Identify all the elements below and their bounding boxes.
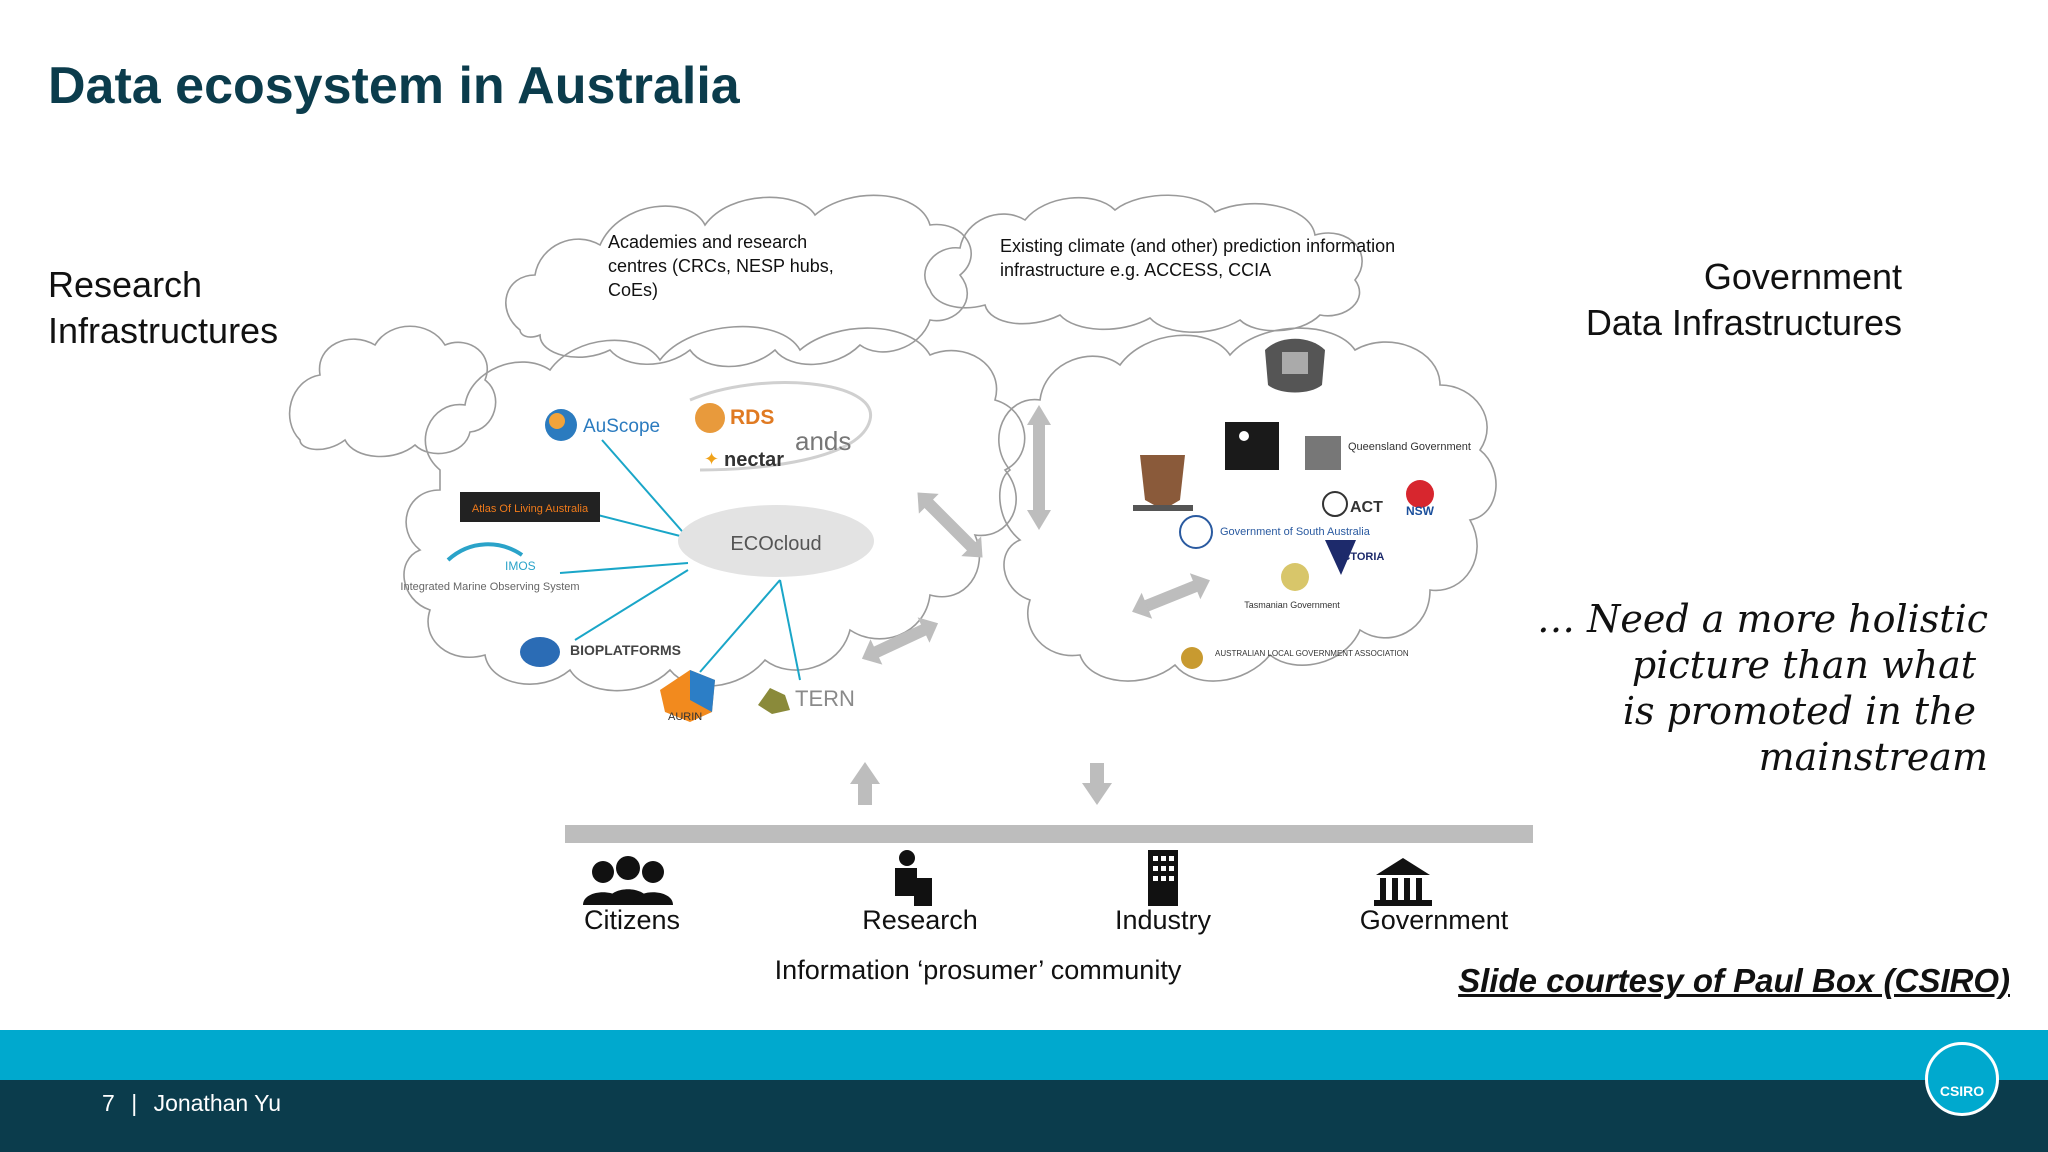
academies-cloud	[505, 194, 972, 368]
quote-line: … Need a more holistic	[1537, 597, 1988, 641]
footer-bar	[0, 1080, 2048, 1152]
footer-separator: |	[131, 1090, 138, 1116]
act-logo: ACT	[1322, 491, 1383, 517]
commonwealth-crest-icon	[1265, 338, 1325, 393]
community-bar	[565, 825, 1533, 843]
page-title: Data ecosystem in Australia	[48, 57, 740, 115]
connector-line	[559, 562, 689, 574]
svg-text:✦: ✦	[704, 449, 719, 469]
researcher-icon	[895, 850, 932, 906]
climate-cloud-text: Existing climate (and other) prediction …	[1000, 236, 1396, 280]
aurin-logo: AURIN	[660, 670, 715, 723]
rds-logo: RDS	[689, 381, 872, 472]
research-cloud	[403, 325, 1026, 692]
down-arrow-icon	[1082, 763, 1112, 805]
prosumer-community-label: Information ‘prosumer’ community	[774, 955, 1182, 985]
community-label-citizens: Citizens	[583, 905, 681, 935]
tas-government-logo: Tasmanian Government	[1244, 563, 1340, 610]
community-label-industry: Industry	[1114, 905, 1212, 935]
heading-line: Research	[48, 264, 203, 305]
government-building-icon	[1374, 858, 1432, 906]
svg-text:nectar: nectar	[724, 449, 784, 471]
svg-text:TERN: TERN	[795, 686, 855, 711]
csiro-logo-icon	[1925, 1042, 1999, 1116]
bioplatforms-logo: BIOPLATFORMS	[520, 637, 681, 667]
svg-text:Government of South Australia: Government of South Australia	[1220, 526, 1371, 538]
svg-text:Atlas Of Living Australia: Atlas Of Living Australia	[472, 503, 589, 515]
ala-logo: Atlas Of Living Australia	[460, 492, 600, 522]
alga-logo: AUSTRALIAN LOCAL GOVERNMENT ASSOCIATION	[1181, 647, 1409, 669]
footer-accent-band	[0, 1030, 2048, 1082]
qld-government-logo: Queensland Government	[1305, 436, 1471, 470]
community-label-government: Government	[1359, 905, 1509, 935]
nt-crest-icon	[1133, 455, 1193, 511]
svg-text:AuScope: AuScope	[583, 416, 660, 437]
double-arrow-icon	[1132, 573, 1210, 619]
connector-line	[699, 579, 781, 673]
svg-text:AURIN: AURIN	[668, 711, 702, 723]
small-cloud	[288, 325, 497, 458]
csiro-logo-label: CSIRO	[1939, 1083, 1985, 1099]
imos-logo: IMOS Integrated Marine Observing System	[400, 542, 580, 593]
double-arrow-icon	[1027, 405, 1051, 530]
svg-text:NSW: NSW	[1406, 504, 1435, 518]
up-arrow-icon	[850, 762, 880, 805]
svg-text:ACT: ACT	[1350, 499, 1383, 516]
svg-text:RDS: RDS	[730, 406, 774, 429]
auscope-logo: AuScope	[545, 409, 660, 441]
svg-text:Queensland Government: Queensland Government	[1348, 441, 1471, 453]
climate-cloud	[924, 194, 1363, 333]
quote-line: is promoted in the	[1622, 689, 1976, 733]
page-number: 7	[102, 1090, 115, 1116]
quote-line: mainstream	[1758, 735, 1988, 779]
heading-line: Infrastructures	[48, 310, 279, 351]
industry-building-icon	[1148, 850, 1178, 906]
double-arrow-icon	[917, 492, 983, 558]
nsw-logo: NSW	[1406, 480, 1435, 518]
svg-text:BIOPLATFORMS: BIOPLATFORMS	[570, 642, 681, 658]
wa-government-logo	[1225, 422, 1279, 470]
connector-line	[574, 569, 689, 641]
author-name: Jonathan Yu	[153, 1090, 282, 1116]
footer-text: 7 | Jonathan Yu	[102, 1090, 281, 1117]
connector-line	[601, 439, 689, 539]
ecocloud-label: ECOcloud	[730, 533, 821, 555]
svg-text:Integrated Marine Observing Sy: Integrated Marine Observing System	[400, 581, 579, 593]
nectar-logo: ✦ nectar	[704, 449, 784, 471]
government-data-infrastructures-heading: Government Data Infrastructures	[1586, 254, 1902, 346]
quote-line: picture than what	[1631, 643, 1976, 687]
tern-logo: TERN	[758, 686, 855, 714]
vic-logo: VICTORIA	[1325, 540, 1384, 575]
svg-text:Tasmanian Government: Tasmanian Government	[1244, 600, 1340, 610]
academies-cloud-text: Academies and research centres (CRCs, NE…	[608, 232, 834, 300]
heading-line: Government	[1703, 256, 1902, 297]
quote-text: … Need a more holistic picture than what…	[1537, 596, 1988, 780]
svg-text:ands: ands	[795, 426, 851, 456]
citizens-icon	[583, 856, 673, 905]
svg-text:VICTORIA: VICTORIA	[1332, 551, 1384, 563]
slide-credit: Slide courtesy of Paul Box (CSIRO)	[1458, 962, 2010, 999]
svg-text:IMOS: IMOS	[505, 559, 536, 573]
heading-line: Data Infrastructures	[1585, 302, 1902, 343]
community-label-research: Research	[862, 905, 978, 935]
ands-logo: ands	[795, 426, 851, 456]
double-arrow-icon	[861, 617, 939, 665]
research-infrastructures-heading: Research Infrastructures	[48, 262, 278, 354]
svg-text:AUSTRALIAN LOCAL GOVERNMENT AS: AUSTRALIAN LOCAL GOVERNMENT ASSOCIATION	[1215, 649, 1409, 658]
connector-line	[779, 579, 801, 681]
ecocloud-hub	[678, 505, 874, 577]
government-cloud	[998, 327, 1497, 682]
sa-government-logo: Government of South Australia	[1179, 515, 1371, 549]
